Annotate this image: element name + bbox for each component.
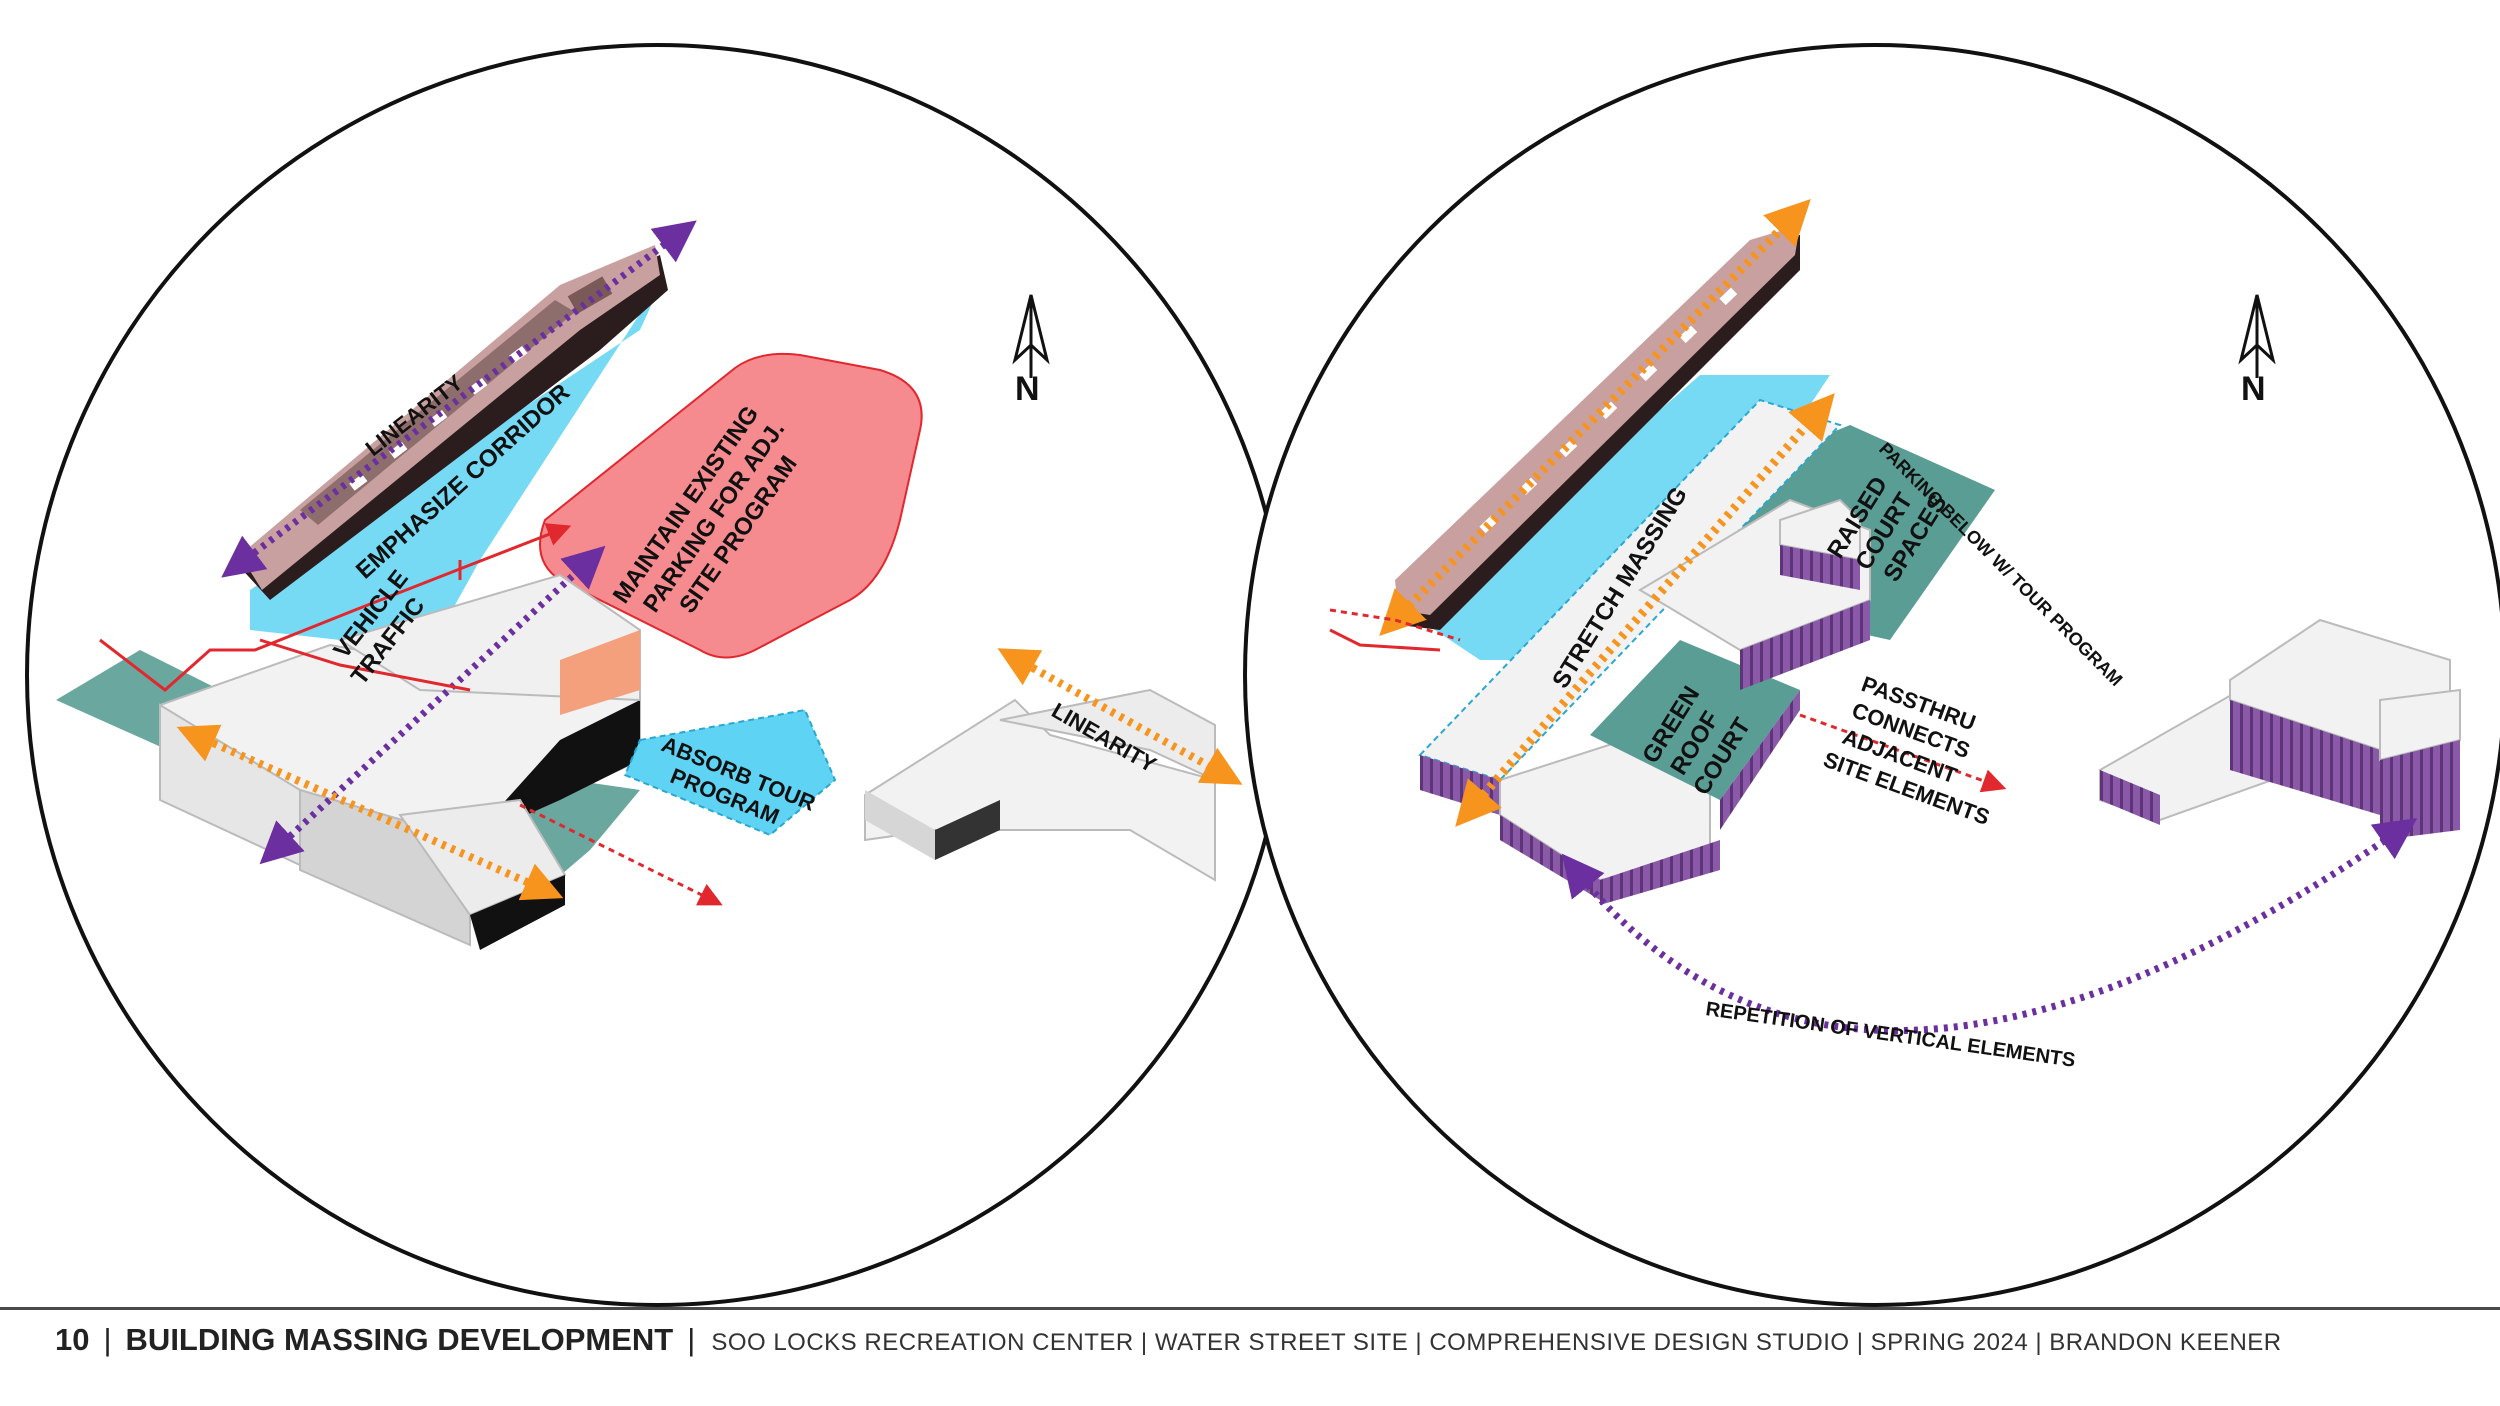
vehicle-traffic-arrow-2 <box>259 638 471 692</box>
purple-linearity-arrow <box>221 220 697 578</box>
north-letter: N <box>2241 370 2266 408</box>
repetition-arc-arrow <box>1561 818 2418 1035</box>
traffic-arrow-right <box>1329 608 1461 642</box>
north-letter: N <box>1015 370 1040 408</box>
adjacent-building-right <box>2099 618 2461 840</box>
project-subtitle: SOO LOCKS RECREATION CENTER | WATER STRE… <box>711 1329 2282 1356</box>
left-massing-diagram: LINEARITY EMPHASIZE CORRIDOR MAINTAIN EX… <box>25 43 1289 1307</box>
left-diagram-frame <box>25 43 1289 1307</box>
traffic-arrow-right-2 <box>1329 628 1441 652</box>
north-arrow-right: N <box>2238 294 2276 408</box>
orange-building-arrow <box>997 648 1243 785</box>
footer-rule <box>0 1307 2500 1310</box>
vehicle-traffic-arrow <box>99 523 572 692</box>
exit-traffic-arrow <box>519 803 723 906</box>
footer-separator: | <box>103 1322 112 1357</box>
orange-axis-arrow <box>176 724 564 901</box>
footer-separator: | <box>687 1322 696 1357</box>
footer: 10 | BUILDING MASSING DEVELOPMENT | SOO … <box>55 1322 2282 1366</box>
sheet-title: BUILDING MASSING DEVELOPMENT <box>125 1322 674 1357</box>
tour-program-zone <box>623 708 837 837</box>
right-massing-diagram: STRETCH MASSING RAISED COURT SPACES PARK… <box>1243 43 2500 1307</box>
page-number: 10 <box>55 1322 90 1357</box>
north-arrow-left: N <box>1012 294 1050 408</box>
passthru-arrow <box>1799 713 2007 793</box>
